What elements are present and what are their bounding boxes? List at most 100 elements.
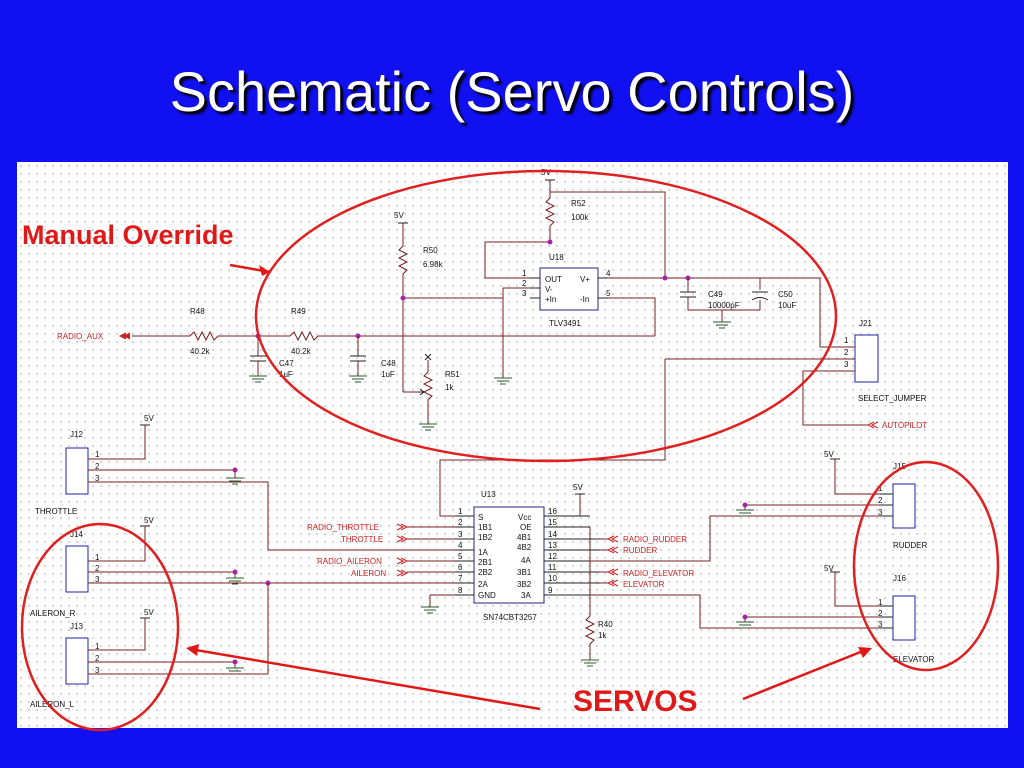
svg-text:RADIO_AUX: RADIO_AUX xyxy=(57,332,104,341)
svg-text:C49: C49 xyxy=(708,290,723,299)
svg-text:2B1: 2B1 xyxy=(478,558,493,567)
svg-text:100k: 100k xyxy=(571,213,589,222)
svg-text:RADIO_THROTTLE: RADIO_THROTTLE xyxy=(307,523,379,532)
capacitor-c49: C49 10000pF xyxy=(680,278,760,311)
svg-text:9: 9 xyxy=(548,586,553,595)
connector-j12: J12 THROTTLE 1 2 3 xyxy=(35,430,100,516)
svg-text:1: 1 xyxy=(844,336,849,345)
svg-text:1: 1 xyxy=(95,450,100,459)
svg-text:S: S xyxy=(478,513,483,522)
svg-text:R51: R51 xyxy=(445,370,460,379)
net-label-rudder: RUDDER xyxy=(606,546,657,555)
svg-text:SELECT_JUMPER: SELECT_JUMPER xyxy=(858,394,927,403)
svg-text:C50: C50 xyxy=(778,290,793,299)
svg-text:J14: J14 xyxy=(70,530,83,539)
svg-text:3: 3 xyxy=(878,508,883,517)
servos-oval-right xyxy=(852,460,1000,672)
power-5v-j16: 5V xyxy=(824,564,840,573)
svg-text:R40: R40 xyxy=(598,620,613,629)
svg-text:C47: C47 xyxy=(279,359,294,368)
svg-text:OUT: OUT xyxy=(545,275,562,284)
capacitor-c48: C48 1uF xyxy=(350,336,396,379)
power-5v-j14: 5V xyxy=(140,516,154,527)
svg-text:RADIO_RUDDER: RADIO_RUDDER xyxy=(623,535,687,544)
svg-text:2: 2 xyxy=(522,279,527,288)
net-label-radio-aileron: RADIO_AILERON xyxy=(317,557,409,566)
svg-text:2: 2 xyxy=(95,462,100,471)
power-5v-j13: 5V xyxy=(140,608,154,619)
svg-text:3: 3 xyxy=(95,575,100,584)
svg-text:10000pF: 10000pF xyxy=(708,301,740,310)
power-5v-u13: 5V xyxy=(573,483,585,516)
capacitor-c47: C47 1uF xyxy=(250,336,294,379)
schematic-panel xyxy=(17,162,1008,728)
resistor-r40: R40 1k xyxy=(584,615,613,660)
svg-text:2: 2 xyxy=(844,348,849,357)
svg-text:5V: 5V xyxy=(824,450,834,459)
ic-u13: U13 SN74CBT3257 S 1B1 1B2 1A 2B1 2B2 2A … xyxy=(473,490,545,622)
svg-text:1k: 1k xyxy=(445,383,454,392)
svg-text:1: 1 xyxy=(878,484,883,493)
connector-j15: J15 RUDDER 1 2 3 xyxy=(878,462,927,550)
svg-text:11: 11 xyxy=(548,563,557,572)
svg-text:2: 2 xyxy=(878,496,883,505)
manual-override-callout: Manual Override xyxy=(22,220,271,276)
svg-text:4: 4 xyxy=(458,541,463,550)
svg-text:J13: J13 xyxy=(70,622,83,631)
svg-text:J21: J21 xyxy=(859,319,872,328)
svg-text:8: 8 xyxy=(458,586,463,595)
net-label-radio-rudder: RADIO_RUDDER xyxy=(606,535,687,544)
svg-text:AUTOPILOT: AUTOPILOT xyxy=(882,421,927,430)
svg-text:Manual Override: Manual Override xyxy=(22,220,234,250)
svg-text:40.2k: 40.2k xyxy=(291,347,312,356)
svg-text:6.98k: 6.98k xyxy=(423,260,444,269)
svg-text:THROTTLE: THROTTLE xyxy=(341,535,383,544)
svg-text:4B2: 4B2 xyxy=(517,543,532,552)
svg-text:4A: 4A xyxy=(521,556,531,565)
svg-text:5: 5 xyxy=(606,289,611,298)
svg-text:1: 1 xyxy=(95,642,100,651)
svg-text:Vcc: Vcc xyxy=(518,513,531,522)
svg-text:4B1: 4B1 xyxy=(517,533,532,542)
svg-text:5V: 5V xyxy=(573,483,583,492)
power-5v-j15: 5V xyxy=(824,450,840,460)
svg-text:5V: 5V xyxy=(144,608,154,617)
svg-text:V+: V+ xyxy=(580,275,590,284)
net-label-radio-aux: RADIO_AUX xyxy=(57,332,131,341)
power-5v-r50: 5V xyxy=(394,211,408,240)
svg-text:6: 6 xyxy=(458,563,463,572)
svg-text:RADIO_AILERON: RADIO_AILERON xyxy=(317,557,382,566)
svg-text:2: 2 xyxy=(878,609,883,618)
svg-text:1: 1 xyxy=(522,269,527,278)
servos-oval-left xyxy=(20,522,180,732)
svg-text:TLV3491: TLV3491 xyxy=(549,319,581,328)
svg-text:GND: GND xyxy=(478,591,496,600)
svg-text:2B2: 2B2 xyxy=(478,568,493,577)
net-label-radio-throttle: RADIO_THROTTLE xyxy=(307,523,409,532)
svg-text:1B1: 1B1 xyxy=(478,523,493,532)
svg-text:AILERON_L: AILERON_L xyxy=(30,700,75,709)
svg-text:4: 4 xyxy=(606,269,611,278)
svg-text:5V: 5V xyxy=(541,168,551,177)
slide-title: Schematic (Servo Controls) xyxy=(169,60,855,123)
svg-text:-In: -In xyxy=(580,295,589,304)
svg-text:U13: U13 xyxy=(481,490,496,499)
svg-text:ELEVATOR: ELEVATOR xyxy=(893,655,935,664)
power-5v-top: 5V xyxy=(541,168,555,192)
power-5v-j12: 5V xyxy=(140,414,154,426)
ic-u18: U18 TLV3491 1 2 3 OUT V- +In V+ -In 4 5 xyxy=(522,253,611,328)
svg-text:40.2k: 40.2k xyxy=(190,347,211,356)
svg-text:10uF: 10uF xyxy=(778,301,796,310)
net-label-throttle: THROTTLE xyxy=(341,535,409,544)
svg-text:3B1: 3B1 xyxy=(517,568,532,577)
svg-text:R52: R52 xyxy=(571,199,586,208)
svg-text:2A: 2A xyxy=(478,580,488,589)
svg-text:3: 3 xyxy=(95,474,100,483)
svg-text:3: 3 xyxy=(522,289,527,298)
svg-text:OE: OE xyxy=(520,523,532,532)
potentiometer-r51: R51 1k xyxy=(418,353,460,424)
net-label-autopilot: AUTOPILOT xyxy=(866,421,927,430)
resistor-r49: R49 40.2k xyxy=(289,307,655,356)
svg-text:1uF: 1uF xyxy=(381,370,395,379)
